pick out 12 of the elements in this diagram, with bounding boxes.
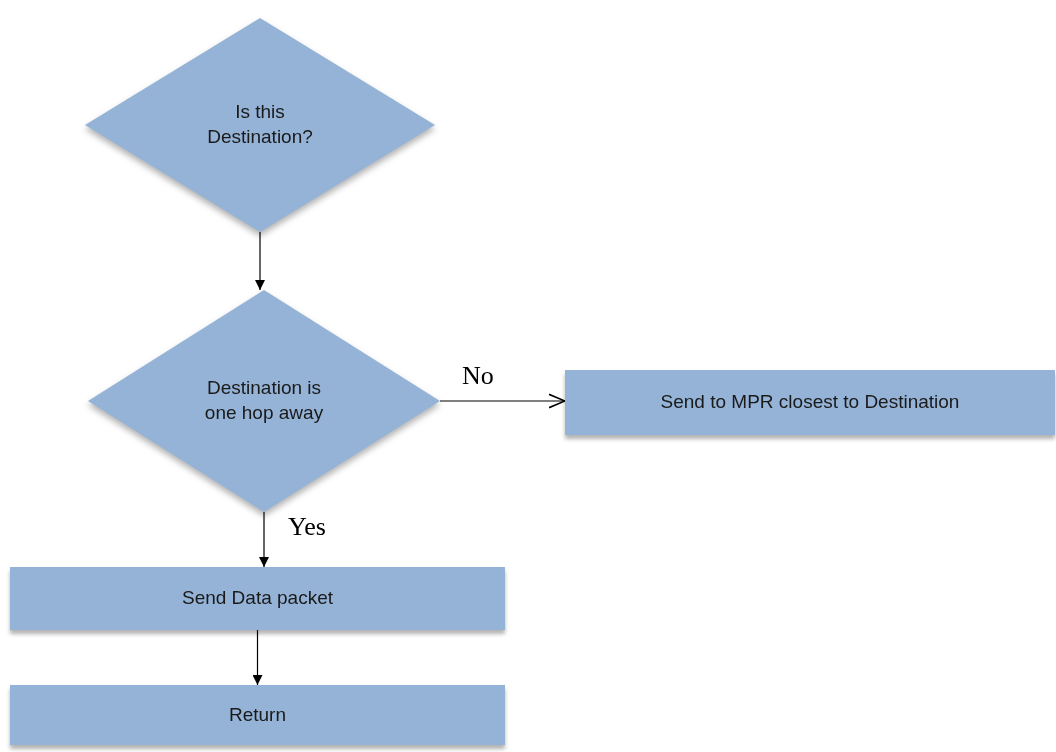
process-text: Return bbox=[229, 702, 286, 727]
decision-text: Destination is one hop away bbox=[203, 376, 325, 425]
process-box bbox=[10, 685, 505, 745]
arrow bbox=[259, 511, 269, 568]
arrow bbox=[255, 231, 265, 291]
process-text: Send Data packet bbox=[181, 586, 333, 611]
process-text: Send to MPR closest to Destination bbox=[660, 390, 960, 415]
arrow bbox=[439, 393, 566, 409]
process-box bbox=[565, 370, 1055, 435]
arrow bbox=[252, 629, 263, 686]
decision-text: Is this Destination? bbox=[206, 100, 314, 149]
process-box bbox=[10, 567, 505, 630]
